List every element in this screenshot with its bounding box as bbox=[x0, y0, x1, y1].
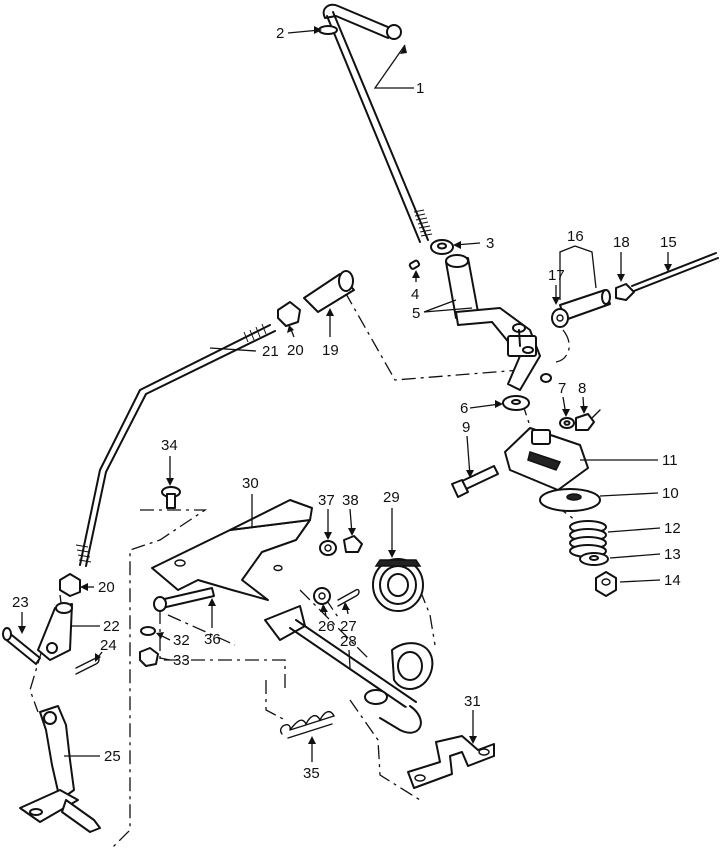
callout-17: 17 bbox=[548, 267, 565, 284]
pedal-pad-29 bbox=[372, 558, 424, 612]
washer-3 bbox=[430, 239, 454, 255]
callout-28: 28 bbox=[340, 633, 357, 650]
washer-13 bbox=[579, 552, 609, 566]
callout-38: 38 bbox=[342, 492, 359, 509]
spring-12 bbox=[569, 520, 607, 558]
callout-18: 18 bbox=[613, 234, 630, 251]
callout-33: 33 bbox=[173, 652, 190, 669]
callout-8: 8 bbox=[578, 380, 586, 397]
callout-3: 3 bbox=[486, 235, 494, 252]
washer-6 bbox=[502, 395, 530, 411]
lower-lever-25 bbox=[19, 705, 101, 833]
callout-30: 30 bbox=[242, 475, 259, 492]
callout-13: 13 bbox=[664, 546, 681, 563]
nut-33 bbox=[139, 647, 159, 667]
spring-35 bbox=[280, 710, 335, 739]
callout-labels: 1 2 3 4 5 6 7 8 9 10 11 12 13 14 15 16 1… bbox=[12, 25, 681, 782]
pedal-shaft-28 bbox=[264, 605, 434, 734]
callout-35: 35 bbox=[303, 765, 320, 782]
washer-32 bbox=[140, 626, 156, 636]
nut-38 bbox=[343, 535, 363, 553]
washer-10 bbox=[539, 488, 601, 512]
callout-14: 14 bbox=[664, 572, 681, 589]
coupling-19 bbox=[303, 270, 355, 313]
clevis-22 bbox=[37, 602, 73, 661]
bolt-36 bbox=[153, 587, 215, 612]
shift-lever-rod bbox=[318, 3, 433, 243]
callout-2: 2 bbox=[276, 25, 284, 42]
nut-14 bbox=[595, 571, 617, 597]
nut-20-upper bbox=[277, 301, 301, 327]
callout-34: 34 bbox=[161, 437, 178, 454]
callout-12: 12 bbox=[664, 520, 681, 537]
callout-19: 19 bbox=[322, 342, 339, 359]
detent-plate-11 bbox=[504, 427, 589, 491]
callout-36: 36 bbox=[204, 631, 221, 648]
callout-9: 9 bbox=[462, 419, 470, 436]
rod-21 bbox=[75, 323, 276, 567]
callout-16: 16 bbox=[567, 228, 584, 245]
washer-26 bbox=[313, 587, 331, 605]
callout-11: 11 bbox=[662, 452, 678, 469]
callout-27: 27 bbox=[340, 618, 357, 635]
callout-1: 1 bbox=[416, 80, 424, 97]
pin-23 bbox=[2, 627, 41, 665]
leader-lines bbox=[18, 26, 672, 762]
lever-thread bbox=[413, 209, 433, 237]
callout-15: 15 bbox=[660, 234, 677, 251]
clevis-17 bbox=[551, 308, 569, 328]
cotter-pin-27 bbox=[337, 588, 360, 607]
callout-26: 26 bbox=[318, 618, 335, 635]
washer-7 bbox=[559, 417, 575, 429]
shift-arm-bracket-5 bbox=[445, 254, 552, 391]
callout-32: 32 bbox=[173, 632, 190, 649]
callout-4: 4 bbox=[411, 286, 419, 303]
assembly-lines bbox=[29, 291, 576, 849]
rod-21-thread-bottom bbox=[75, 544, 92, 563]
pin-4 bbox=[408, 259, 421, 270]
rod-15 bbox=[631, 252, 719, 292]
callout-21: 21 bbox=[262, 343, 279, 360]
callout-22: 22 bbox=[103, 618, 120, 635]
callout-23: 23 bbox=[12, 594, 29, 611]
callout-24: 24 bbox=[100, 637, 117, 654]
pedal-bracket-30 bbox=[151, 499, 313, 601]
callout-10: 10 bbox=[662, 485, 679, 502]
clamp-31 bbox=[407, 735, 495, 789]
nut-20-lower bbox=[59, 573, 81, 597]
bolt-9 bbox=[451, 465, 499, 498]
callout-20-upper: 20 bbox=[287, 342, 304, 359]
callout-5: 5 bbox=[412, 305, 420, 322]
callout-31: 31 bbox=[464, 693, 481, 710]
bolt-34 bbox=[161, 486, 181, 509]
callout-20-lower: 20 bbox=[98, 579, 115, 596]
nut-18 bbox=[615, 283, 635, 301]
callout-37: 37 bbox=[318, 492, 335, 509]
rod-21-thread-top bbox=[243, 323, 267, 343]
bushing-37 bbox=[319, 540, 337, 556]
callout-6: 6 bbox=[460, 400, 468, 417]
callout-29: 29 bbox=[383, 489, 400, 506]
nut-8 bbox=[575, 409, 601, 431]
callout-7: 7 bbox=[558, 380, 566, 397]
callout-25: 25 bbox=[104, 748, 121, 765]
